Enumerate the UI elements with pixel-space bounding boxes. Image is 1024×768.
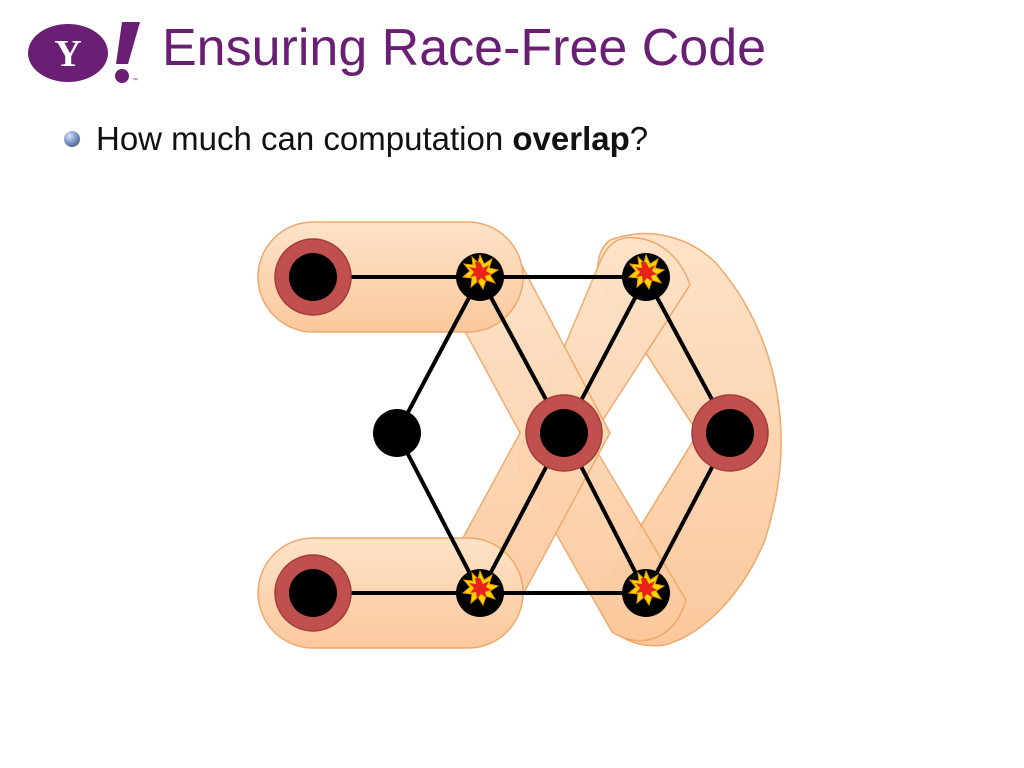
node-start-bottom — [274, 554, 352, 632]
bullet-emphasis: overlap — [512, 120, 630, 157]
edge-left-to-top1 — [395, 275, 482, 435]
bullet-suffix: ? — [629, 120, 649, 157]
group-region-cross-b — [517, 237, 691, 642]
slide-title: Ensuring Race-Free Code — [162, 19, 767, 77]
bullet-prefix: How much can computation — [96, 120, 513, 157]
yahoo-logo: Y ™ — [28, 22, 140, 84]
node-right — [691, 394, 769, 472]
node-bottom-1 — [456, 569, 504, 617]
logo-ellipse — [28, 24, 108, 82]
logo-trademark: ™ — [132, 77, 138, 84]
node-start-top — [274, 238, 352, 316]
bullet-icon — [64, 131, 80, 147]
logo-exclaim-bar — [116, 22, 140, 64]
logo-y-letter: Y — [54, 33, 81, 75]
node-left — [373, 409, 421, 457]
node-top-1 — [456, 253, 504, 301]
node-top-2 — [622, 253, 670, 301]
node-bottom-2 — [622, 569, 670, 617]
bullet-item: How much can computation overlap? — [64, 120, 648, 158]
bullet-text: How much can computation overlap? — [96, 120, 648, 158]
logo-exclaim-dot — [115, 69, 129, 83]
edge-left-to-bottom1 — [395, 431, 482, 595]
node-middle — [525, 394, 603, 472]
